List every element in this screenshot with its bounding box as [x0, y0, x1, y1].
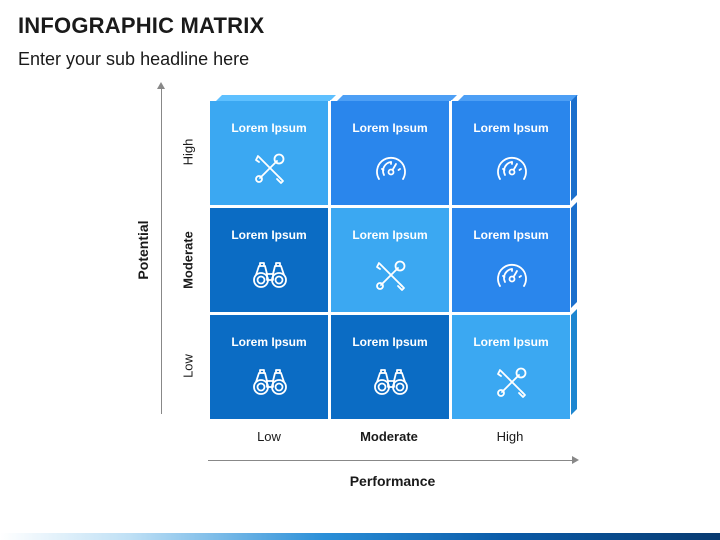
matrix-cell: Lorem Ipsum: [330, 100, 450, 206]
y-axis-line: [161, 84, 162, 414]
cell-label: Lorem Ipsum: [231, 228, 307, 242]
cell-label: Lorem Ipsum: [473, 228, 549, 242]
cell-label: Lorem Ipsum: [231, 121, 307, 135]
page-title: INFOGRAPHIC MATRIX: [18, 13, 265, 38]
tools-icon: [492, 365, 532, 399]
x-axis-line: [208, 460, 576, 461]
cell-side-face: [571, 95, 577, 201]
x-axis-arrow-icon: [572, 456, 579, 464]
cell-side-face: [571, 202, 577, 308]
cell-top-face: [216, 95, 336, 101]
matrix-cell: Lorem Ipsum: [330, 207, 450, 313]
speedometer-icon: [371, 151, 411, 185]
matrix-cell: Lorem Ipsum: [209, 100, 329, 206]
cell-top-face: [337, 95, 457, 101]
matrix-cell: Lorem Ipsum: [451, 207, 571, 313]
x-axis-title: Performance: [349, 473, 436, 489]
cell-label: Lorem Ipsum: [352, 121, 428, 135]
binoculars-icon: [250, 258, 290, 292]
matrix-cell: Lorem Ipsum: [330, 314, 450, 420]
speedometer-icon: [492, 258, 532, 292]
cell-label: Lorem Ipsum: [352, 228, 428, 242]
binoculars-icon: [371, 365, 411, 399]
row-label-text: Moderate: [180, 231, 196, 289]
tools-icon: [371, 258, 411, 292]
column-label-high: High: [496, 429, 524, 444]
footer-gradient-bar: [0, 533, 720, 540]
cell-label: Lorem Ipsum: [473, 121, 549, 135]
matrix-cell: Lorem Ipsum: [209, 314, 329, 420]
matrix-cell: Lorem Ipsum: [209, 207, 329, 313]
row-label-text: High: [180, 138, 196, 166]
cell-label: Lorem Ipsum: [473, 335, 549, 349]
cell-top-face: [458, 95, 578, 101]
tools-icon: [250, 151, 290, 185]
matrix-cell: Lorem Ipsum: [451, 100, 571, 206]
binoculars-icon: [250, 365, 290, 399]
cell-label: Lorem Ipsum: [352, 335, 428, 349]
y-axis-arrow-icon: [157, 82, 165, 89]
row-label-text: Low: [180, 354, 196, 378]
column-label-low: Low: [257, 429, 281, 444]
matrix-cell: Lorem Ipsum: [451, 314, 571, 420]
cell-side-face: [571, 309, 577, 415]
y-axis-title-text: Potential: [135, 220, 151, 280]
column-label-moderate: Moderate: [360, 429, 418, 444]
cell-label: Lorem Ipsum: [231, 335, 307, 349]
speedometer-icon: [492, 151, 532, 185]
page-subtitle: Enter your sub headline here: [18, 49, 250, 69]
